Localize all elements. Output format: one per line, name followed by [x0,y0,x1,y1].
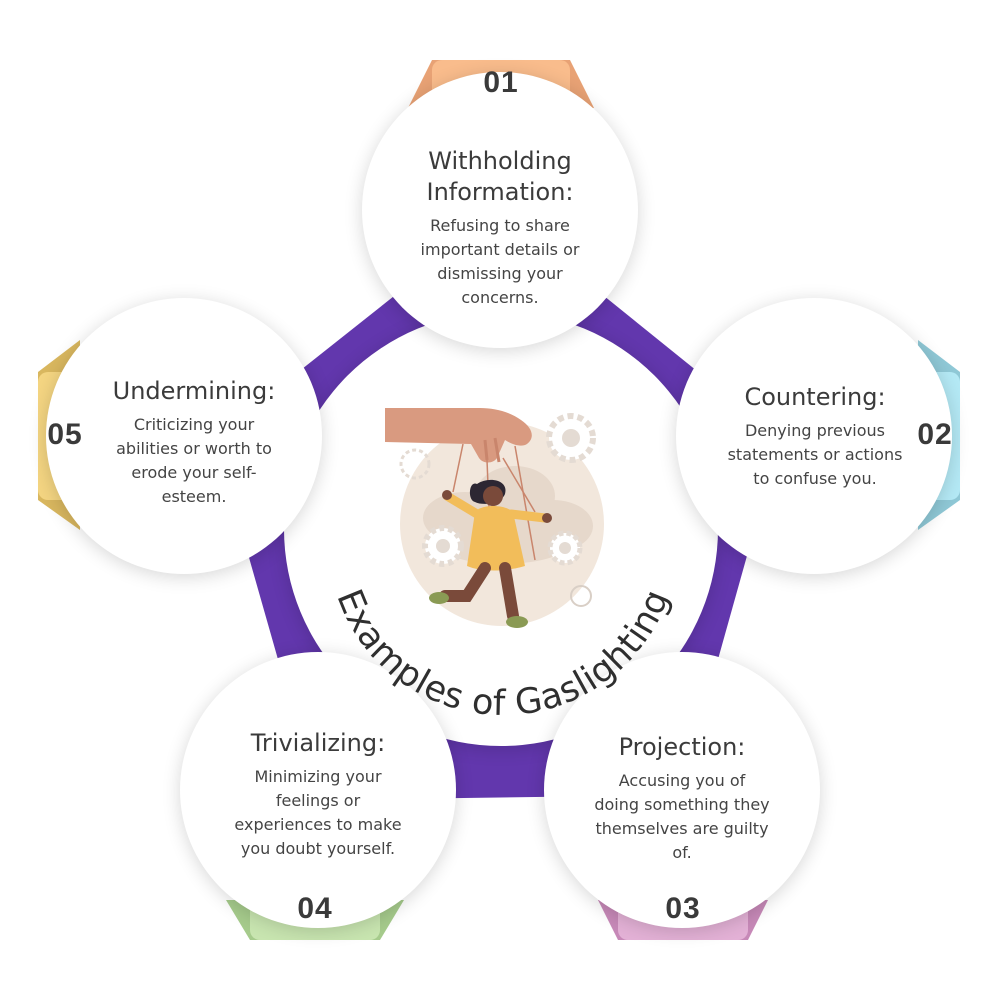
item-01-text: Withholding Information: Refusing to sha… [392,146,608,310]
desc-line: dismissing your [437,264,563,283]
item-circle-02 [676,298,952,574]
item-02-title: Countering: [744,383,886,411]
desc-line: Refusing to share [430,216,570,235]
item-circle-04 [180,652,456,928]
desc-line: Criticizing your [133,415,255,434]
tab-number-02: 02 [917,418,953,451]
desc-line: Denying previous [744,421,885,440]
item-02-description: Denying previous statements or actions t… [718,419,912,491]
desc-line: concerns. [461,288,539,307]
desc-line: to confuse you. [753,469,877,488]
desc-line: Minimizing your [254,767,382,786]
desc-line: of. [672,843,692,862]
desc-line: you doubt yourself. [240,839,396,858]
desc-line: erode your self- [131,463,257,482]
item-03-title: Projection: [618,733,746,761]
item-01-description: Refusing to share important details or d… [392,214,608,310]
item-05-text: Undermining: Criticizing your abilities … [96,376,292,509]
item-04-text: Trivializing: Minimizing your feelings o… [216,728,420,861]
tab-number-04: 04 [297,892,333,925]
item-01-title: Withholding Information: [392,146,608,208]
item-04-title: Trivializing: [250,729,386,757]
item-01-title-line2: Information: [426,178,574,206]
tab-number-05: 05 [47,418,83,451]
tab-number-03: 03 [665,892,701,925]
item-05-title: Undermining: [112,377,276,405]
item-circle-03 [544,652,820,928]
puppeteer-hand-controlling-person-icon [385,408,604,628]
desc-line: abilities or worth to [116,439,272,458]
item-circle-05 [46,298,322,574]
desc-line: statements or actions [727,445,903,464]
item-01-title-line1: Withholding [428,147,572,175]
item-circle-01 [362,72,638,348]
desc-line: feelings or [275,791,361,810]
desc-line: Accusing you of [618,771,746,790]
desc-line: esteem. [161,487,227,506]
desc-line: doing something they [594,795,770,814]
desc-line: experiences to make [234,815,402,834]
item-05-description: Criticizing your abilities or worth to e… [96,413,292,509]
item-03-description: Accusing you of doing something they the… [580,769,784,865]
item-02-text: Countering: Denying previous statements … [718,382,912,491]
desc-line: themselves are guilty [595,819,769,838]
item-04-description: Minimizing your feelings or experiences … [216,765,420,861]
item-03-text: Projection: Accusing you of doing someth… [580,732,784,865]
desc-line: important details or [420,240,580,259]
tab-number-01: 01 [483,66,519,99]
